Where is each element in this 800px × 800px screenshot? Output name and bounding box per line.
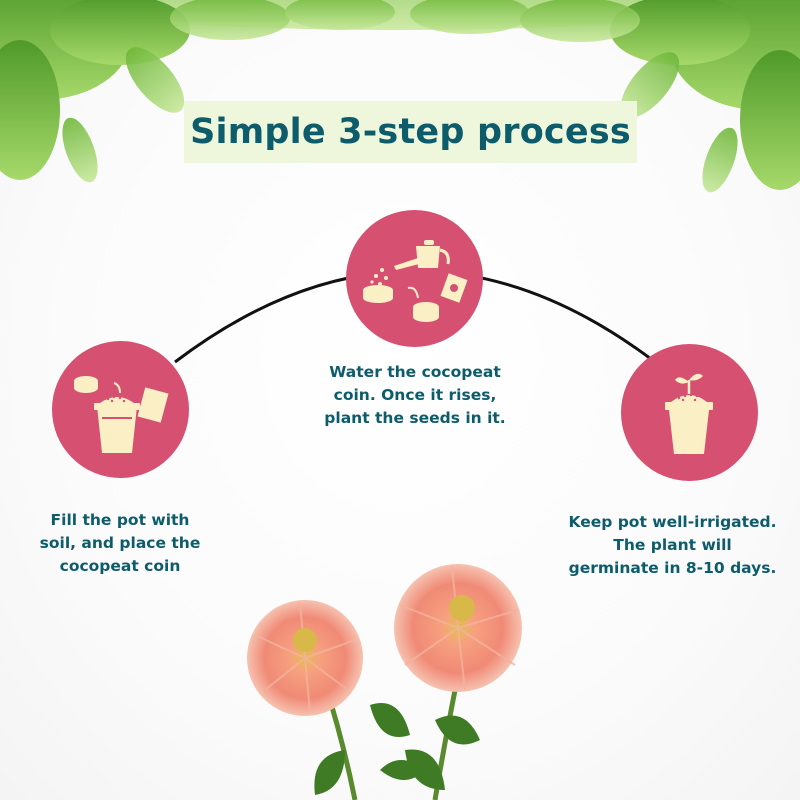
page-title: Simple 3-step process (190, 112, 631, 152)
step-1-line-2: soil, and place the (39, 534, 201, 552)
step-3-icon-circle (621, 344, 758, 481)
title-banner: Simple 3-step process (184, 101, 637, 163)
step-2-line-2: coin. Once it rises, (333, 386, 497, 404)
step-2-icon-circle (346, 210, 483, 347)
step-2-line-1: Water the cocopeat (329, 363, 501, 381)
pot-soil-coin-icon (74, 376, 169, 453)
sprouting-pot-icon (665, 373, 713, 454)
step-1-line-3: cocopeat coin (59, 557, 181, 575)
step-1-text: Fill the pot with soil, and place the co… (20, 509, 220, 578)
step-3-line-3: germinate in 8-10 days. (568, 559, 777, 577)
watering-can-coin-icon (363, 240, 468, 322)
step-3-line-1: Keep pot well-irrigated. (568, 513, 777, 531)
foliage-decoration (0, 0, 800, 193)
step-3-text: Keep pot well-irrigated. The plant will … (555, 511, 790, 580)
step-2-text: Water the cocopeat coin. Once it rises, … (310, 361, 520, 430)
dahlia-flowers-illustration (247, 564, 522, 800)
step-2-line-3: plant the seeds in it. (324, 409, 506, 427)
step-3-line-2: The plant will (613, 536, 732, 554)
step-1-line-1: Fill the pot with (50, 511, 190, 529)
step-1-icon-circle (52, 341, 189, 478)
